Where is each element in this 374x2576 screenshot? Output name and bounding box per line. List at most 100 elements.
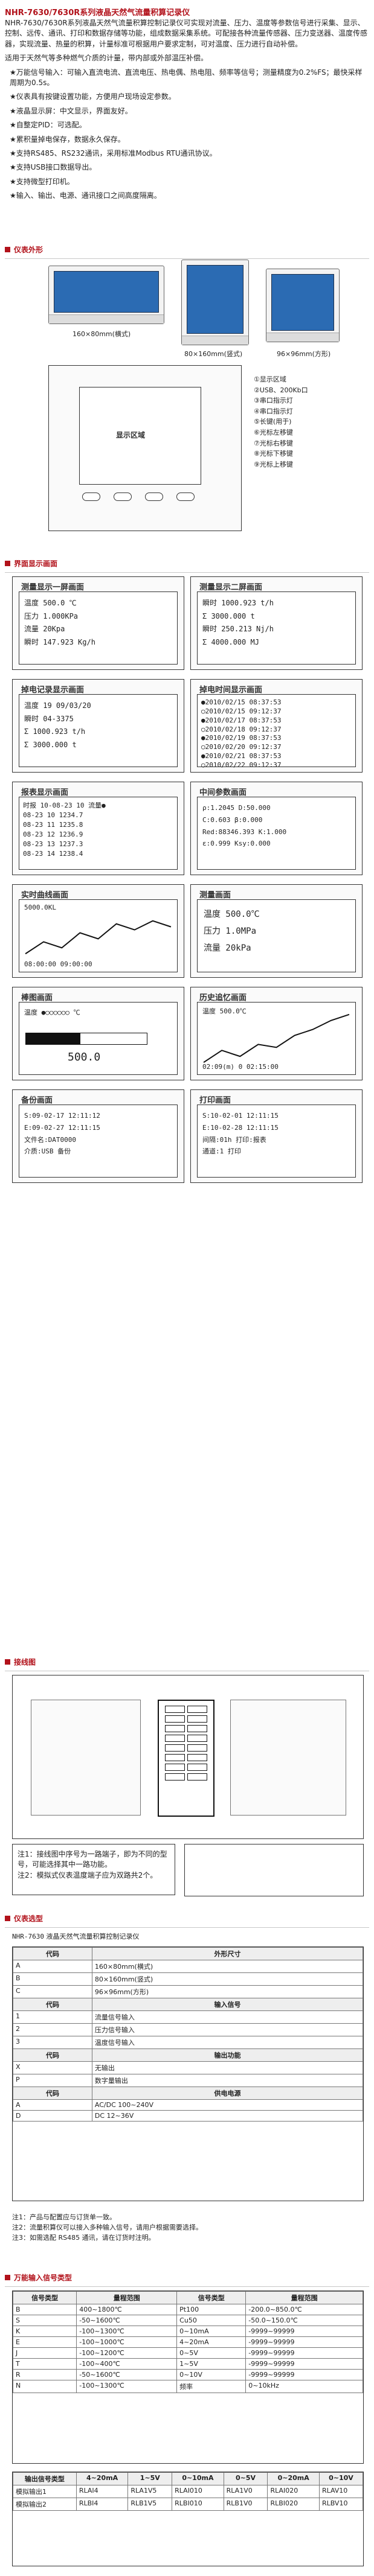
ordering-notes: 注1：产品与配置应与订货单一致。 注2：流量积算仪可以接入多种输入信号，请用户根… xyxy=(12,2212,363,2243)
screen-bargraph: 棒图画面 温度 ●○○○○○○ ℃ 500.0 xyxy=(12,987,184,1080)
wiring-left-panel xyxy=(31,1700,141,1816)
terminal xyxy=(165,1735,185,1742)
divider xyxy=(5,2286,369,2287)
screen-measure-2: 测量显示二屏画面 瞬时 1000.923 t/h Σ 3000.000 t 瞬时… xyxy=(190,576,363,670)
screen-realtime-curve: 实时曲线画面 5000.0KL 08:00:00 09:00:00 xyxy=(12,884,184,978)
output-table: 输出信号类型 4~20mA 1~5V 0~10mA 0~5V 0~20mA 0~… xyxy=(13,2472,363,2511)
screen-powerloss-time: 掉电时间显示画面 ●2010/02/15 08:37:53 ○2010/02/1… xyxy=(190,679,363,773)
key-button[interactable] xyxy=(114,493,132,501)
device-keys xyxy=(49,314,164,324)
terminal xyxy=(165,1764,185,1771)
size-label-horizontal: 160×80mm(横式) xyxy=(73,330,131,338)
screen-intermediate-params: 中间参数画面 ρ:1.2045 D:50.000 C:0.603 β:0.000… xyxy=(190,782,363,875)
device-keys xyxy=(266,333,339,342)
feature-item: ★支持微型打印机。 xyxy=(10,177,74,186)
callout: ⑨光标上移键 xyxy=(254,460,293,468)
terminal xyxy=(187,1744,207,1752)
model-prefix: NHR-7630 xyxy=(12,1933,44,1940)
section-bullet-icon xyxy=(5,1916,10,1921)
terminal xyxy=(187,1754,207,1761)
screen-print: 打印画面 S:10-02-01 12:11:15 E:10-02-28 12:1… xyxy=(190,1089,363,1183)
device-screen xyxy=(271,274,334,331)
model-description: 液晶天然气流量积算控制记录仪 xyxy=(46,1933,140,1940)
section-bullet-icon xyxy=(5,2275,10,2280)
page-title: NHR-7630/7630R系列液晶天然气流量积算记录仪 xyxy=(5,8,190,18)
ordering-note: 注1：产品与配置应与订货单一致。 xyxy=(12,2213,116,2221)
terminal xyxy=(187,1706,207,1713)
callout: ④串口指示灯 xyxy=(254,407,293,415)
section-bullet-icon xyxy=(5,1659,10,1665)
screen-powerloss-record: 掉电记录显示画面 温度 19 09/03/20 瞬时 04-3375 Σ 100… xyxy=(12,679,184,773)
key-button[interactable] xyxy=(176,493,195,501)
device-square xyxy=(266,269,340,342)
section-title-wiring: 接线图 xyxy=(5,1657,369,1667)
bar-fill xyxy=(26,1033,80,1044)
panel-display-label: 显示区域 xyxy=(116,431,146,439)
section-bullet-icon xyxy=(5,561,10,566)
wiring-section: 接线图 xyxy=(5,1657,369,1671)
device-screen xyxy=(54,271,159,313)
terminal xyxy=(165,1754,185,1761)
wiring-note: 注2：模拟式仪表温度端子应为双路共2个。 xyxy=(18,1870,158,1879)
terminal xyxy=(187,1764,207,1771)
divider xyxy=(5,572,369,573)
key-button[interactable] xyxy=(145,493,163,501)
terminal xyxy=(165,1773,185,1781)
panel-display-area: 显示区域 xyxy=(79,387,201,485)
terminal xyxy=(187,1735,207,1742)
callout: ②USB、200Kb口 xyxy=(254,386,308,394)
appearance-section: 仪表外形 xyxy=(5,244,369,259)
terminal xyxy=(165,1715,185,1723)
size-label-vertical: 80×160mm(竖式) xyxy=(184,350,243,358)
section-bullet-icon xyxy=(5,247,10,252)
callout: ⑥光标左移键 xyxy=(254,428,293,436)
section-title-signal: 万能输入信号类型 xyxy=(5,2272,369,2283)
feature-item: ★支持USB接口数据导出。 xyxy=(10,163,97,172)
feature-item: ★仪表具有按键设置功能，方便用户现场设定参数。 xyxy=(10,92,176,101)
ordering-section: 仪表选型 xyxy=(5,1913,369,1928)
screen-measure-1: 测量显示一屏画面 温度 500.0 ℃ 压力 1.000KPa 流量 20Kpa… xyxy=(12,576,184,670)
intro-paragraph: 适用于天然气等多种燃气介质的计量，带内部或外部温压补偿。 xyxy=(5,54,208,63)
wiring-notes: 注1：接线图中序号为一路端子，即为不同的型号，可能选择其中一路功能。 注2：模拟… xyxy=(12,1844,175,1895)
wiring-terminal-block xyxy=(158,1700,214,1817)
screen-backup: 备份画面 S:09-02-17 12:11:12 E:09-02-27 12:1… xyxy=(12,1089,184,1183)
feature-item: ★自整定PID：可选配。 xyxy=(10,121,86,130)
output-table-wrap: 输出信号类型 4~20mA 1~5V 0~10mA 0~5V 0~20mA 0~… xyxy=(12,2472,364,2566)
wiring-diagram xyxy=(12,1675,364,1839)
ordering-note: 注3：如需选配 RS485 通讯，请在订货时注明。 xyxy=(12,2234,155,2242)
terminal xyxy=(187,1773,207,1781)
panel-keys xyxy=(82,493,195,501)
screen-measure-big: 测量画面 温度 500.0℃ 压力 1.0MPa 流量 20kPa xyxy=(190,884,363,978)
key-button[interactable] xyxy=(82,493,100,501)
section-title-ordering: 仪表选型 xyxy=(5,1913,369,1924)
feature-item: ★支持RS485、RS232通讯，采用标准Modbus RTU通讯协议。 xyxy=(10,148,217,158)
callout: ⑧光标下移键 xyxy=(254,450,293,458)
device-screen xyxy=(187,265,243,334)
callout: ①显示区域 xyxy=(254,375,286,383)
feature-item: ★累积量掉电保存，数据永久保存。 xyxy=(10,135,125,144)
section-title-appearance: 仪表外形 xyxy=(5,244,369,255)
terminal xyxy=(165,1725,185,1732)
intro-paragraph: NHR-7630/7630R系列液晶天然气流量积算控制记录仪可实现对流量、压力、… xyxy=(5,19,368,48)
curve-svg xyxy=(25,920,172,955)
terminal xyxy=(187,1725,207,1732)
terminal xyxy=(165,1706,185,1713)
features: ★万能信号输入：可输入直流电流、直流电压、热电偶、热电阻、频率等信号；测量精度为… xyxy=(5,68,369,202)
callout: ⑦光标右移键 xyxy=(254,439,293,447)
bar-track xyxy=(25,1033,147,1045)
feature-item: ★输入、输出、电源、通讯接口之间高度隔离。 xyxy=(10,191,161,200)
terminal xyxy=(165,1744,185,1752)
feature-item: ★液晶显示屏：中文显示，界面友好。 xyxy=(10,106,132,115)
model-line: NHR-7630 液晶天然气流量积算控制记录仪 xyxy=(12,1931,363,1941)
divider xyxy=(5,258,369,259)
callout: ③串口指示灯 xyxy=(254,397,293,405)
history-svg xyxy=(203,1013,350,1063)
panel-callouts: ①显示区域 ②USB、200Kb口 ③串口指示灯 ④串口指示灯 ⑤长键(用于) … xyxy=(254,374,308,470)
terminal-grid xyxy=(165,1706,207,1811)
signal-section: 万能输入信号类型 xyxy=(5,2272,369,2287)
screens-section: 界面显示画面 xyxy=(5,558,369,573)
